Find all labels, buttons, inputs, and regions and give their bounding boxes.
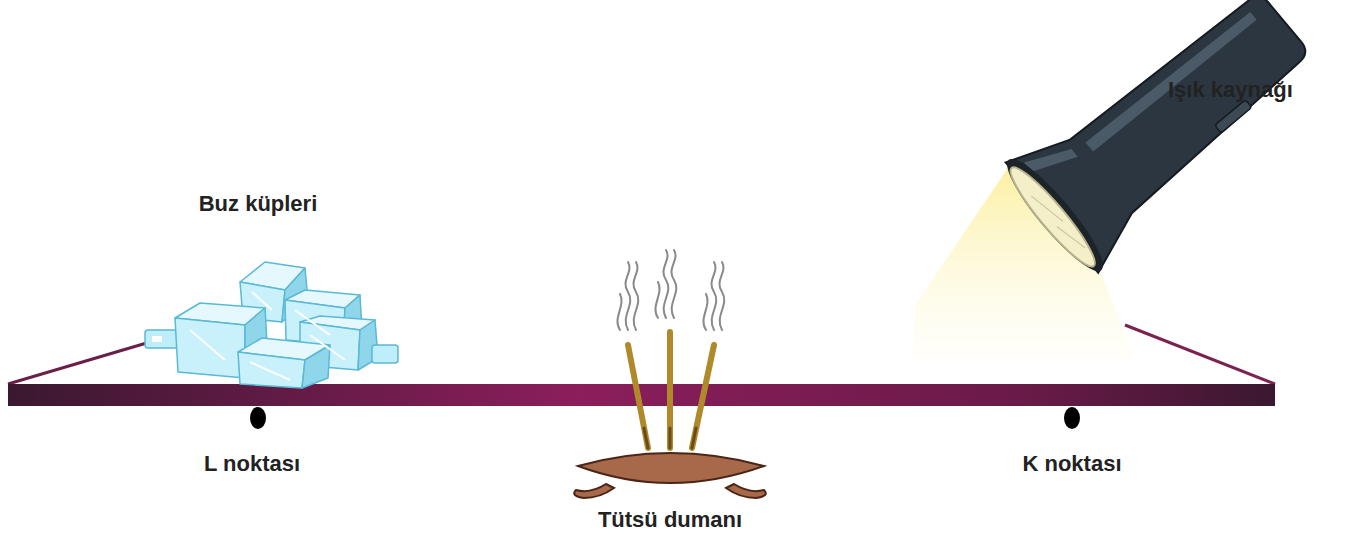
point-label: K noktası <box>1022 452 1121 476</box>
ice-cubes <box>145 262 398 388</box>
incense-bowl <box>574 453 766 498</box>
point-dot <box>1064 407 1080 429</box>
smoke <box>617 250 724 330</box>
table-edge <box>1125 325 1275 384</box>
table-edge <box>8 342 150 384</box>
incense-sticks <box>628 332 714 448</box>
incense <box>574 250 766 498</box>
point-label: Işık kaynağı <box>1168 78 1293 102</box>
point-dot <box>250 407 266 429</box>
label-anchor: Işık kaynağı <box>1168 78 1293 102</box>
point-label: L noktası <box>204 452 300 476</box>
label-anchor: L noktası <box>204 452 300 476</box>
label-anchor: K noktası <box>1022 452 1121 476</box>
label-anchor: Tütsü dumanı <box>598 508 742 532</box>
point-label: Tütsü dumanı <box>598 508 742 532</box>
point-label: Buz küpleri <box>199 192 318 216</box>
flashlight <box>996 0 1331 280</box>
label-anchor: Buz küpleri <box>199 192 318 216</box>
